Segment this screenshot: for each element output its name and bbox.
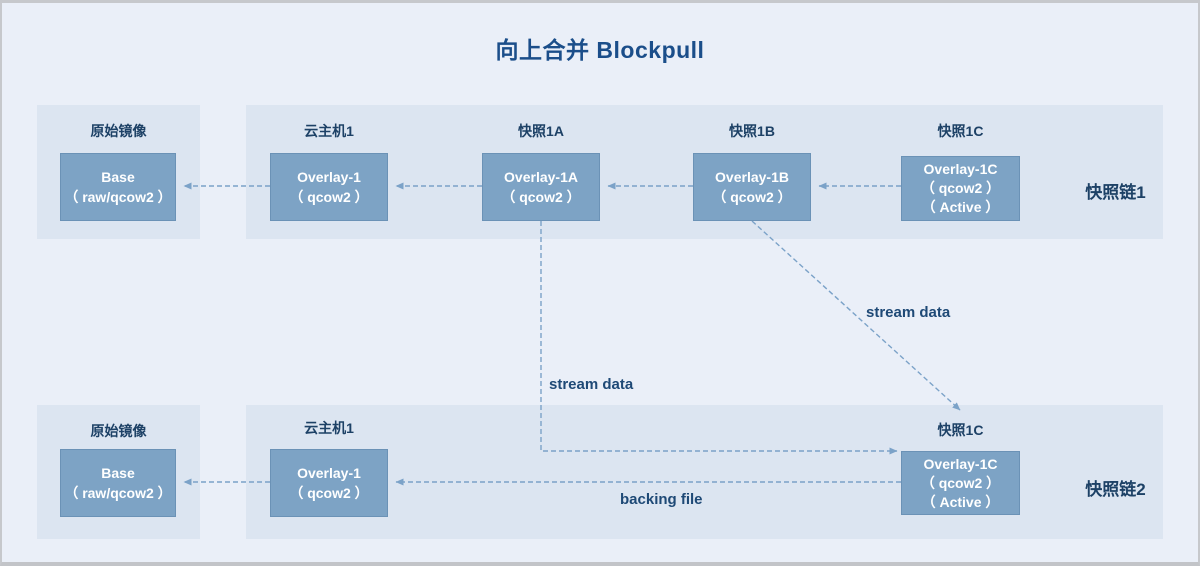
chain2-title: 快照链2 [1085, 480, 1146, 499]
node-overlay1c-chain2-format: （ qcow2 ） [920, 474, 1001, 491]
node-overlay1c-chain1-state: （ Active ） [921, 199, 1000, 215]
node-overlay1a: Overlay-1A （ qcow2 ） [482, 153, 600, 221]
label-source-image-chain1: 原始镜像 [90, 123, 147, 139]
chain1-title: 快照链1 [1085, 183, 1146, 202]
node-overlay1-chain1-name: Overlay-1 [297, 169, 361, 185]
label-source-image-chain2: 原始镜像 [90, 423, 147, 439]
node-overlay1b-name: Overlay-1B [715, 169, 789, 185]
annotation-stream-data-diagonal: stream data [866, 304, 951, 321]
node-overlay1-chain2: Overlay-1 （ qcow2 ） [270, 449, 388, 517]
label-snapshot1c-chain2: 快照1C [937, 422, 984, 438]
node-overlay1-chain2-format: （ qcow2 ） [289, 485, 369, 501]
label-vm1-chain1: 云主机1 [304, 123, 354, 139]
node-overlay1b-format: （ qcow2 ） [712, 189, 792, 205]
node-overlay1-chain1: Overlay-1 （ qcow2 ） [270, 153, 388, 221]
node-base-chain1-name: Base [101, 169, 135, 185]
node-overlay1c-chain2-state: （ Active ） [921, 493, 1000, 510]
node-overlay1c-chain1-name: Overlay-1C [923, 161, 998, 177]
annotation-stream-data-vertical: stream data [549, 376, 634, 393]
label-snapshot1c-chain1: 快照1C [937, 123, 984, 139]
node-base-chain1-format: （ raw/qcow2 ） [64, 189, 172, 205]
node-overlay1b: Overlay-1B （ qcow2 ） [693, 153, 811, 221]
node-overlay1c-chain1: Overlay-1C （ qcow2 ） （ Active ） [901, 156, 1020, 221]
label-snapshot1b: 快照1B [729, 123, 775, 139]
node-overlay1a-name: Overlay-1A [504, 169, 578, 185]
node-base-chain2-name: Base [101, 465, 135, 481]
node-base-chain2-format: （ raw/qcow2 ） [64, 485, 172, 501]
label-vm1-chain2: 云主机1 [304, 420, 354, 436]
node-overlay1-chain1-format: （ qcow2 ） [289, 189, 369, 205]
node-overlay1-chain2-name: Overlay-1 [297, 465, 361, 481]
node-base-chain2: Base （ raw/qcow2 ） [60, 449, 176, 517]
node-overlay1c-chain2-name: Overlay-1C [923, 455, 998, 472]
node-overlay1a-format: （ qcow2 ） [501, 189, 581, 205]
node-base-chain1: Base （ raw/qcow2 ） [60, 153, 176, 221]
annotation-backing-file: backing file [620, 491, 703, 508]
label-snapshot1a: 快照1A [518, 123, 564, 139]
diagram-title: 向上合并 Blockpull [495, 37, 705, 63]
node-overlay1c-chain2: Overlay-1C （ qcow2 ） （ Active ） [901, 451, 1020, 515]
node-overlay1c-chain1-format: （ qcow2 ） [920, 180, 1001, 196]
